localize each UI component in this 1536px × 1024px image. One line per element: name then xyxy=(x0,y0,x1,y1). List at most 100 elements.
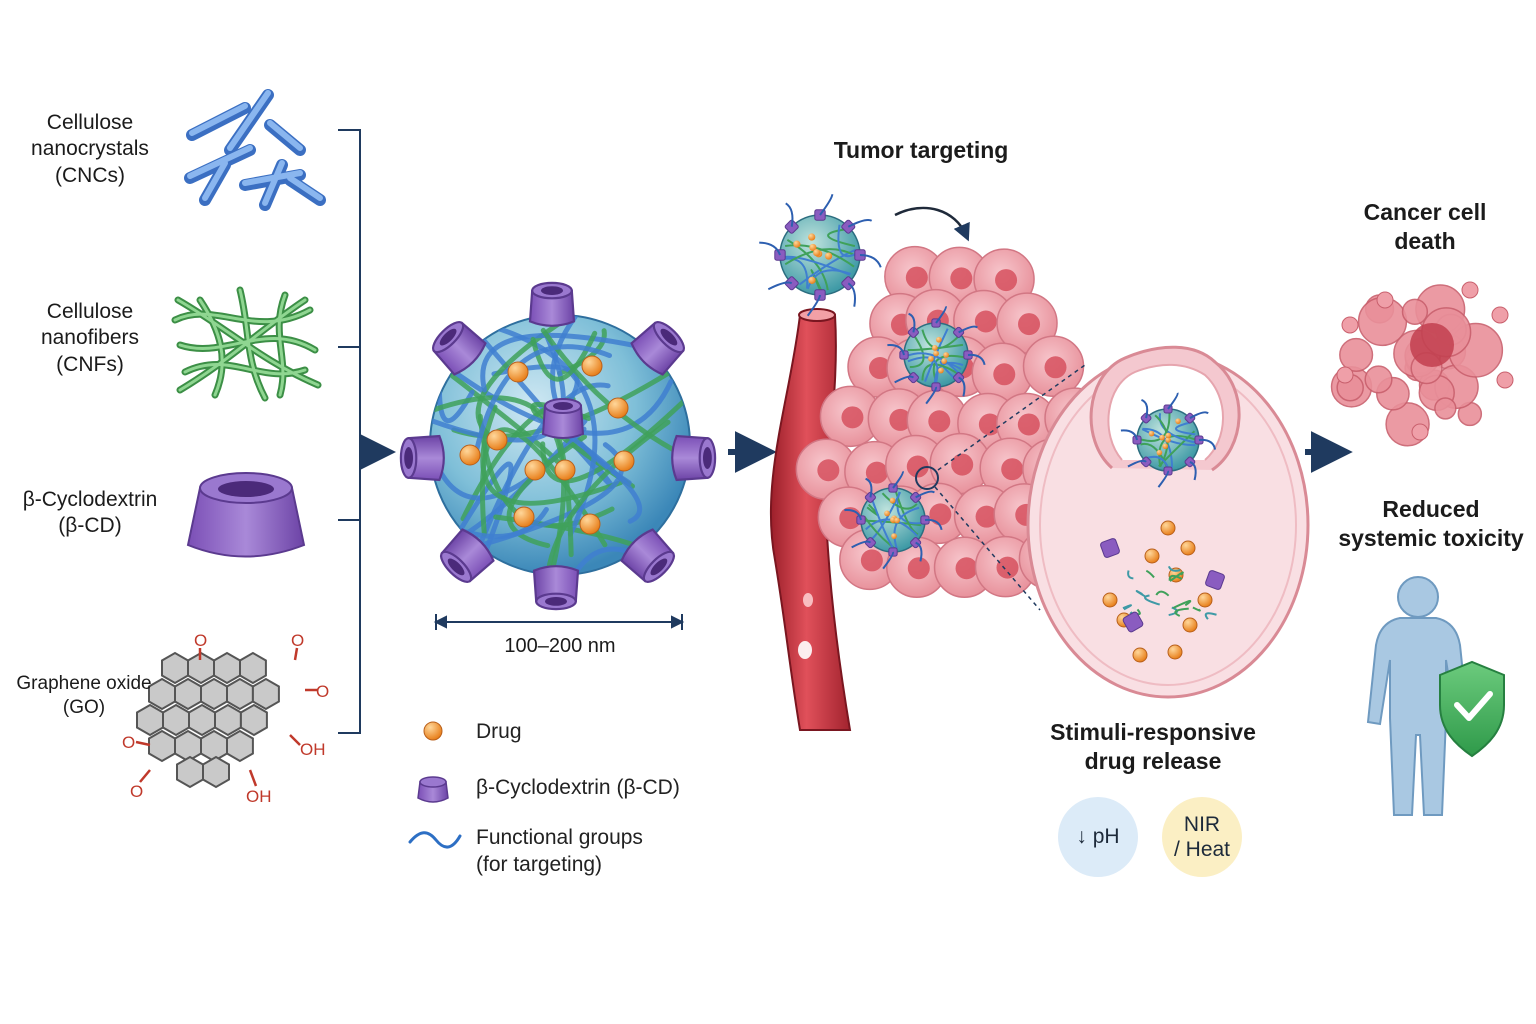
nanoparticle-size-label: 100–200 nm xyxy=(504,635,616,657)
mesh-fiber xyxy=(479,427,608,548)
dead-cell-fragment xyxy=(1364,365,1393,394)
cnf-label-line: nanofibers xyxy=(40,326,140,350)
nanoparticle-illustration xyxy=(399,281,717,611)
legend-drug: Drug xyxy=(476,720,522,743)
bcd-label-line: β-Cyclodextrin xyxy=(22,488,158,511)
cnf-label-line: (CNFs) xyxy=(56,352,124,376)
graphene-ring xyxy=(161,651,189,685)
ph-stimulus-badge: ↓ pH xyxy=(1058,797,1138,877)
graphene-ring xyxy=(226,729,254,763)
mesh-fiber xyxy=(473,344,613,455)
graphene-ring xyxy=(162,703,190,737)
cyclodextrin-unit xyxy=(431,320,487,376)
release-title-line: drug release xyxy=(1084,747,1222,774)
tumor-cell xyxy=(971,342,1034,405)
graphene-ring xyxy=(176,755,204,789)
dead-cell-fragment xyxy=(1339,337,1374,372)
graphene-ring xyxy=(188,703,216,737)
legend-functional-line: (for targeting) xyxy=(476,853,603,877)
mesh-fiber xyxy=(439,461,514,563)
go-oxygen-label: O xyxy=(194,631,207,650)
go-hydroxyl-label: OH xyxy=(246,787,272,806)
cyclodextrin-unit xyxy=(528,281,576,327)
cyclodextrin-unit xyxy=(399,434,445,482)
graphene-ring xyxy=(174,729,202,763)
mesh-fiber xyxy=(506,434,587,549)
graphene-ring xyxy=(239,703,268,737)
released-drugs xyxy=(1100,520,1225,663)
mesh-fiber xyxy=(480,332,644,393)
tumor-nanoparticle xyxy=(887,305,986,405)
tumor-cell xyxy=(819,385,882,448)
release-title-line: Stimuli-responsive xyxy=(1050,719,1256,745)
graphene-ring xyxy=(174,677,202,711)
legend-functional-groups: Functional groups (for targeting) xyxy=(476,824,643,879)
tumor-cell xyxy=(885,434,947,497)
materials-bracket xyxy=(338,129,361,734)
drug-molecule xyxy=(524,459,546,481)
size-scale-bar xyxy=(433,614,685,630)
dead-cell-fragment xyxy=(1434,397,1457,420)
drug-molecule xyxy=(459,444,481,466)
graphene-ring xyxy=(214,703,242,737)
graphene-ring xyxy=(226,677,254,711)
mesh-fiber xyxy=(558,427,643,524)
go-oxygen-label: O xyxy=(122,733,135,752)
zoom-indicator xyxy=(915,364,1086,611)
released-drug xyxy=(1167,644,1183,660)
drug-molecule xyxy=(581,355,603,377)
released-drug xyxy=(1160,520,1176,536)
graphene-ring xyxy=(202,755,230,789)
cancer-death-line: Cancer cell xyxy=(1363,199,1487,225)
drug-molecule xyxy=(607,397,629,419)
go-oxygen-label: O xyxy=(130,782,143,801)
drug-molecule xyxy=(507,361,529,383)
nir-stimulus-badge: NIR / Heat xyxy=(1162,797,1242,877)
graphene-ring xyxy=(213,651,241,685)
cnc-rods-illustration xyxy=(184,89,326,211)
graphene-oxide-illustration: O O O O O OH OH xyxy=(122,631,329,806)
cnf-fibers-illustration xyxy=(171,286,322,402)
released-drug xyxy=(1197,592,1213,608)
go-oxygen-label: O xyxy=(316,682,329,701)
cyclodextrin-cone-illustration xyxy=(186,472,306,558)
tumor-targeting-title: Tumor targeting xyxy=(833,137,1009,163)
tumor-nanoparticle xyxy=(844,470,943,570)
cancer-death-line: death xyxy=(1394,227,1456,254)
dead-cancer-cells-illustration xyxy=(1330,281,1514,447)
cyclodextrin-unit xyxy=(671,434,717,482)
bcd-label: β-Cyclodextrin (β-CD) xyxy=(10,487,170,540)
legend-icons xyxy=(408,721,462,849)
released-drug xyxy=(1132,647,1148,663)
legend-functional-line: Functional groups xyxy=(476,826,643,849)
drug-molecule xyxy=(554,459,576,481)
drug-molecule xyxy=(486,429,508,451)
ph-stimulus-label: ↓ pH xyxy=(1076,825,1120,849)
cnc-label: Cellulose nanocrystals (CNCs) xyxy=(20,110,160,189)
graphene-ring xyxy=(148,729,176,763)
cyclodextrin-unit xyxy=(541,398,585,439)
mesh-fiber xyxy=(480,404,624,506)
released-cyclodextrin xyxy=(1122,611,1144,633)
cnc-label-line: nanocrystals xyxy=(31,137,149,161)
reduced-toxicity-line: systemic toxicity xyxy=(1338,524,1524,551)
cancer-death-title: Cancer cell death xyxy=(1340,198,1510,256)
graphene-ring xyxy=(239,651,267,685)
mesh-fiber xyxy=(545,419,671,574)
cyclodextrin-unit xyxy=(620,528,676,584)
go-hydroxyl-label: OH xyxy=(300,740,326,759)
nir-stimulus-line: / Heat xyxy=(1173,838,1231,861)
reduced-toxicity-title: Reduced systemic toxicity xyxy=(1338,495,1524,553)
cnc-label-line: Cellulose xyxy=(46,111,134,134)
legend-cyclodextrin: β-Cyclodextrin (β-CD) xyxy=(476,776,680,799)
bcd-label-line: (β-CD) xyxy=(58,514,122,538)
reduced-toxicity-line: Reduced xyxy=(1382,496,1480,522)
released-cyclodextrin xyxy=(1100,538,1120,558)
released-drug xyxy=(1180,540,1196,556)
drug-molecule xyxy=(613,450,635,472)
targeting-nanoparticle xyxy=(759,194,882,317)
endocytosed-nanoparticle xyxy=(1120,392,1217,488)
tumor-cell xyxy=(953,289,1015,352)
